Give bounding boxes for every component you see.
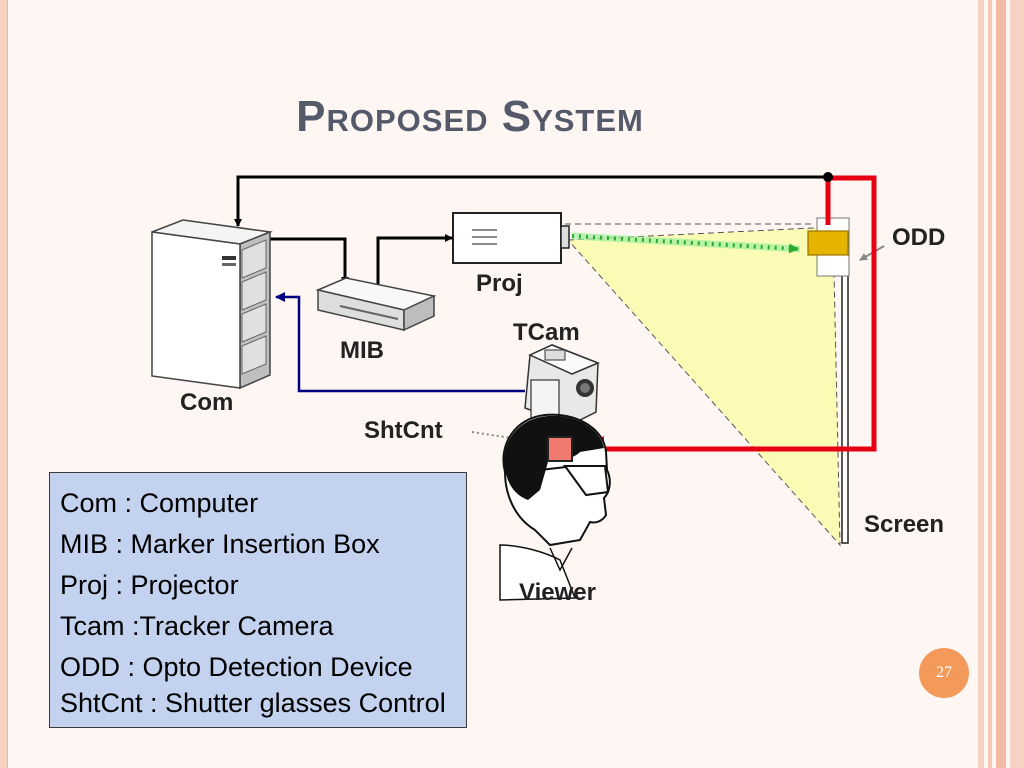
label-odd: ODD (892, 224, 945, 251)
right-border-stripe-1 (978, 0, 984, 768)
page-number: 27 (919, 648, 969, 698)
legend-item-mib: MIB : Marker Insertion Box (60, 529, 380, 559)
right-border-stripe-4 (1010, 0, 1024, 768)
legend-box: Com : Computer MIB : Marker Insertion Bo… (49, 472, 467, 728)
marker-box-icon (315, 277, 437, 332)
legend-item-odd: ODD : Opto Detection Device (60, 652, 413, 682)
camera-icon (524, 344, 600, 426)
projector-icon (452, 212, 570, 264)
projection-light (566, 226, 841, 547)
legend-item-proj: Proj : Projector (60, 570, 239, 600)
com-to-mib-line (270, 237, 349, 285)
slide-title: Proposed System (296, 92, 644, 141)
right-border-stripe-3 (996, 0, 1006, 768)
tcam-to-com-line (275, 292, 525, 393)
screen (841, 229, 849, 544)
label-tcam: TCam (513, 319, 580, 346)
label-shtcnt: ShtCnt (364, 417, 443, 444)
legend-item-com: Com : Computer (60, 488, 259, 518)
legend-item-shtcnt: ShtCnt : Shutter glasses Control (60, 688, 446, 718)
mib-to-proj-line (376, 234, 453, 284)
computer-tower-icon (151, 219, 273, 390)
shtcnt-box-icon (547, 436, 573, 462)
odd-to-com-line (234, 175, 828, 227)
label-mib: MIB (340, 337, 384, 364)
legend-item-tcam: Tcam :Tracker Camera (60, 611, 334, 641)
left-border (0, 0, 8, 768)
marker-beam-dots (571, 234, 799, 254)
odd-sensor-icon (807, 230, 849, 256)
right-border-stripe-2 (988, 0, 992, 768)
label-proj: Proj (476, 270, 523, 297)
label-screen: Screen (864, 511, 944, 538)
feedback-path (600, 175, 877, 452)
label-com: Com (180, 389, 233, 416)
label-viewer: Viewer (519, 579, 596, 606)
